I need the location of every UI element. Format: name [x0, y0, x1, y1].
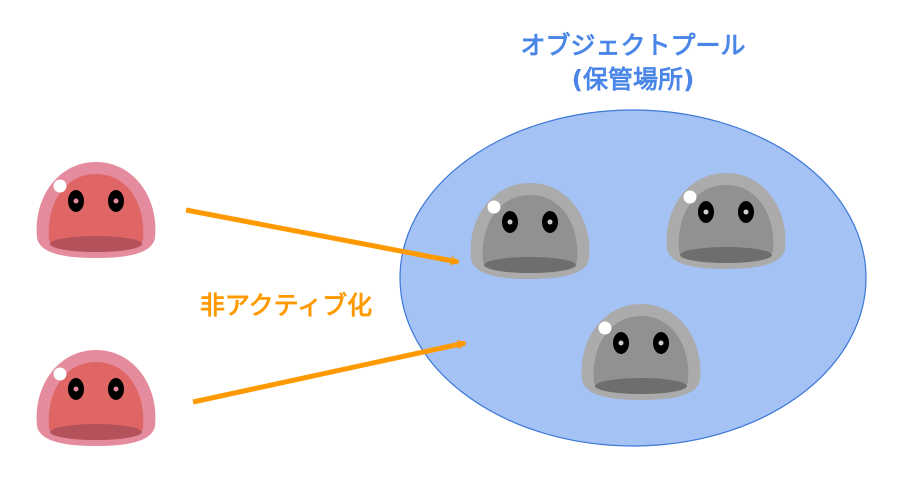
deactivate-arrow-1 [185, 207, 460, 266]
deactivate-label: 非アクティブ化 [200, 291, 372, 320]
active-slime-1 [36, 162, 156, 258]
pool-title-line1: オブジェクトプール [520, 31, 745, 60]
pool-title-line2: (保管場所) [572, 65, 695, 94]
deactivate-arrow-2 [192, 339, 467, 405]
active-slime-2 [36, 350, 156, 446]
